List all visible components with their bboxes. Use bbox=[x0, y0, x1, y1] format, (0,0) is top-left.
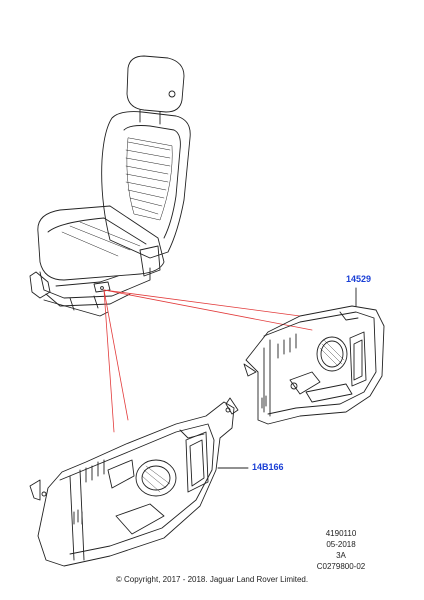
switch-14B166-illustration bbox=[29, 397, 249, 567]
seat-backrest bbox=[101, 111, 191, 259]
seat-headrest bbox=[126, 55, 185, 113]
seat-backrest-insert bbox=[125, 137, 173, 221]
part-number-14B166[interactable]: 14B166 bbox=[252, 462, 284, 472]
reference-block: 4190110 05-2018 3A C0279800-02 bbox=[311, 528, 371, 572]
seat-illustration bbox=[29, 55, 191, 317]
part-number-14529[interactable]: 14529 bbox=[346, 274, 372, 284]
reference-line: C0279800-02 bbox=[316, 562, 366, 571]
switch-14529-illustration bbox=[243, 305, 385, 425]
seat-cushion bbox=[37, 205, 165, 281]
reference-line: 05-2018 bbox=[326, 540, 356, 549]
seat-base bbox=[39, 267, 151, 299]
reference-line: 4190110 bbox=[325, 529, 357, 538]
copyright-notice: © Copyright, 2017 - 2018. Jaguar Land Ro… bbox=[115, 575, 309, 584]
reference-line: 3A bbox=[336, 551, 346, 560]
callout-lines bbox=[103, 289, 313, 433]
